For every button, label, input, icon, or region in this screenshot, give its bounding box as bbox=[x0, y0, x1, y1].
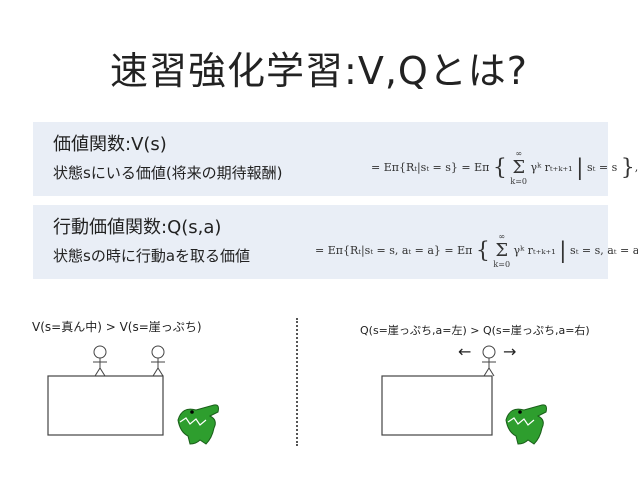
stick-figure-edge-icon bbox=[151, 345, 165, 377]
action-value-function-box: 行動価値関数:Q(s,a) 状態sの時に行動aを取る価値 = Eπ{Rₜ|sₜ … bbox=[33, 205, 638, 279]
q-formula-sum-top: ∞ bbox=[498, 232, 506, 241]
action-value-function-heading: 行動価値関数:Q(s,a) bbox=[53, 217, 222, 238]
crocodile-left-icon bbox=[177, 404, 219, 445]
sigma-icon: Σ bbox=[512, 157, 526, 178]
value-formula-sum: ∞ Σ k=0 bbox=[510, 149, 527, 187]
right-arrow-icon: → bbox=[503, 342, 517, 361]
q-formula-condition: sₜ = s, aₜ = a bbox=[570, 244, 638, 257]
stick-figure-cliff-edge-icon bbox=[482, 345, 496, 377]
value-formula-left: = Eπ{Rₜ|sₜ = s} = Eπ bbox=[371, 161, 490, 174]
value-function-description: 状態sにいる価値(将来の期待報酬) bbox=[53, 164, 283, 182]
cliff-block-left bbox=[47, 375, 164, 436]
cliff-block-right bbox=[381, 375, 493, 436]
sigma-icon: Σ bbox=[495, 240, 509, 261]
value-formula-open-brace: { bbox=[492, 155, 507, 181]
value-function-formula: = Eπ{Rₜ|sₜ = s} = Eπ { ∞ Σ k=0 γᵏ rₜ₊ₖ₊₁… bbox=[371, 149, 638, 187]
value-formula-condition: sₜ = s bbox=[587, 161, 618, 174]
q-formula-bar: | bbox=[559, 238, 567, 264]
action-value-function-formula: = Eπ{Rₜ|sₜ = s, aₜ = a} = Eπ { ∞ Σ k=0 γ… bbox=[315, 232, 638, 270]
q-formula-left: = Eπ{Rₜ|sₜ = s, aₜ = a} = Eπ bbox=[315, 244, 473, 257]
stick-figure-middle-icon bbox=[93, 345, 107, 377]
q-formula-sum: ∞ Σ k=0 bbox=[493, 232, 510, 270]
left-arrow-icon: ← bbox=[458, 342, 472, 361]
value-function-heading: 価値関数:V(s) bbox=[53, 134, 167, 155]
q-formula-term: γᵏ rₜ₊ₖ₊₁ bbox=[513, 244, 556, 257]
value-formula-close-brace: } bbox=[620, 155, 635, 181]
dotted-divider bbox=[296, 318, 298, 446]
value-formula-term: γᵏ rₜ₊ₖ₊₁ bbox=[530, 161, 573, 174]
q-formula-sum-bottom: k=0 bbox=[493, 260, 511, 269]
value-formula-sum-bottom: k=0 bbox=[510, 177, 527, 186]
page-title: 速習強化学習:V,Qとは? bbox=[110, 49, 528, 93]
action-value-function-description: 状態sの時に行動aを取る価値 bbox=[53, 247, 251, 265]
value-comparison-text: V(s=真ん中) > V(s=崖っぷち) bbox=[32, 320, 202, 334]
value-formula-bar: | bbox=[576, 155, 584, 181]
crocodile-right-icon bbox=[505, 404, 547, 445]
value-formula-sum-top: ∞ bbox=[515, 149, 523, 158]
value-function-box: 価値関数:V(s) 状態sにいる価値(将来の期待報酬) = Eπ{Rₜ|sₜ =… bbox=[33, 122, 638, 196]
action-value-comparison-text: Q(s=崖っぷち,a=左) > Q(s=崖っぷち,a=右) bbox=[360, 324, 590, 337]
q-formula-open-brace: { bbox=[475, 238, 490, 264]
